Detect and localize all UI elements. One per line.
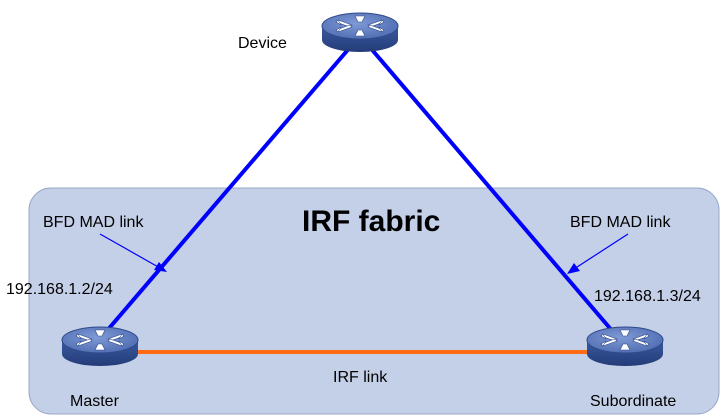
right-bfd-link-label: BFD MAD link (570, 214, 671, 231)
left-link-callout-arrow (99, 233, 167, 272)
right-link-callout-arrow (567, 233, 629, 274)
irf-fabric-area (28, 187, 720, 415)
master-ip-address: 192.168.1.2/24 (6, 281, 113, 298)
subordinate-ip-address: 192.168.1.3/24 (594, 288, 701, 305)
irf-link-label: IRF link (333, 369, 388, 386)
master-switch-icon (61, 326, 139, 367)
irf-fabric-title: IRF fabric (302, 205, 440, 238)
subordinate-label: Subordinate (590, 393, 676, 410)
left-bfd-link-label: BFD MAD link (43, 214, 144, 231)
bfd-mad-link-left (97, 36, 360, 342)
master-label: Master (70, 393, 120, 410)
subordinate-switch-icon (586, 326, 664, 367)
device-switch-icon (321, 12, 399, 53)
bfd-mad-link-right (360, 36, 622, 342)
device-label: Device (238, 35, 287, 52)
